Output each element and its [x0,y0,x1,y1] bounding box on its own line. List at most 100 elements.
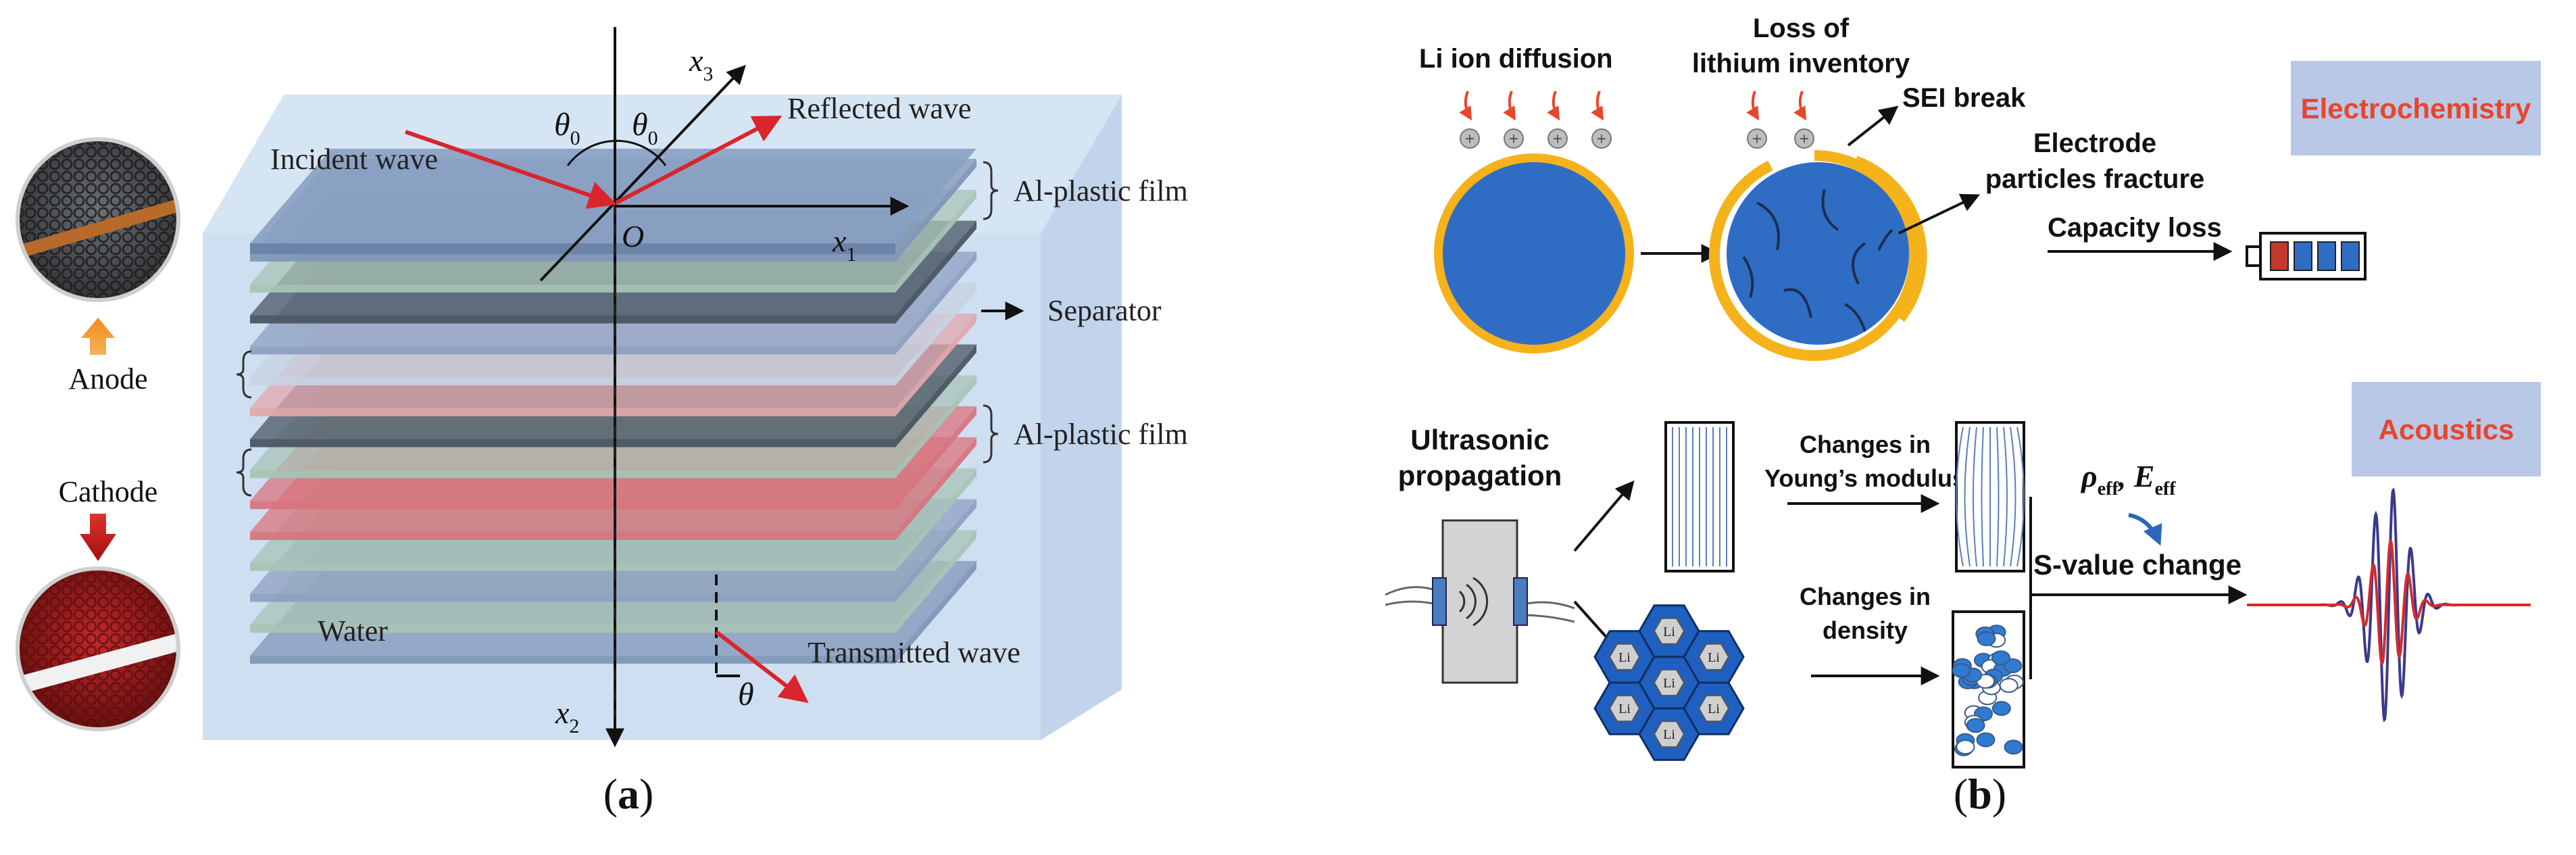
density-particle [1991,650,2010,666]
li-ion-icon: + [1746,91,1767,149]
cathode-arrow-icon [80,514,116,561]
axis-x2-label: x2 [555,695,579,737]
rho-curved-arrow [2128,513,2162,546]
al-plastic-film-mid-label: Al-plastic film [1014,418,1188,451]
density-particle [1956,739,1975,755]
electrochemistry-label: Electrochemistry [2301,93,2531,124]
cathode-photo [16,566,180,731]
electrochemistry-box [2291,61,2541,155]
water-label: Water [318,614,388,648]
bracket-al-film-mid [983,404,999,464]
theta-label: θ [738,677,754,712]
to-modulus-arrow [1573,480,1635,552]
cathode-label: Cathode [59,475,158,508]
caption-a: (a) [603,770,654,818]
svg-text:Li: Li [1618,650,1631,665]
density-particle [1991,701,2011,716]
battery-icon [2246,232,2367,280]
panel-a: Anode Cathode [16,27,1188,748]
electrode-particle-intact [1434,153,1634,353]
transmitted-wave-label: Transmitted wave [808,636,1020,669]
separator-label: Separator [1047,294,1162,327]
svg-text:+: + [1509,129,1519,149]
incident-wave-arrow [405,130,617,209]
acoustics-box [2352,382,2541,477]
anode-photo [16,137,180,302]
transmitted-wave-arrow [715,630,809,704]
waveform-signal [2247,487,2531,723]
acoustics-label: Acoustics [2379,414,2515,445]
density-label: density [1823,616,1908,644]
li-ion-icon: + [1591,91,1612,149]
bracket-al-film-top [983,161,999,220]
density-particle [1999,678,2018,693]
density-particle [1966,718,1985,733]
electrode-label: Electrode [2033,128,2156,158]
modulus-original-cell [1664,421,1735,572]
caption-b: (b) [1953,770,2007,818]
li-ion-hex: Li [1653,617,1685,645]
angle-arc [566,139,667,166]
li-ions-lost: ++ [1746,91,1814,149]
transducer-cell-icon [1385,519,1575,684]
theta0-left-label: θ0 [554,107,580,149]
density-particle [2004,739,2023,755]
battery-stack [250,149,976,664]
youngs-modulus-label: Young’s modulus [1764,464,1966,492]
fracture-arrow [1898,194,1981,235]
svg-text:+: + [1752,129,1762,149]
svg-text:Li: Li [1663,727,1675,742]
sei-break-label: SEI break [1902,83,2026,113]
propagation-label: propagation [1398,460,1562,491]
density-cell [1952,610,2025,768]
modulus-changed-cell [1955,421,2025,572]
svg-text:+: + [1553,129,1563,149]
li-ion-icon: + [1459,91,1480,149]
svg-text:Li: Li [1708,702,1720,716]
axis-x3-label: x3 [689,43,713,85]
s-value-change-label: S-value change [2033,549,2241,581]
svg-text:Li: Li [1708,650,1720,665]
li-ion-hex: Li [1608,643,1641,670]
density-particle [1976,732,1996,748]
axis-x3-line [539,64,746,282]
sei-break-arrow [1847,105,1899,147]
bracket-anode [236,350,252,399]
reflected-wave-arrow [615,116,783,205]
anode-label: Anode [68,362,147,395]
loss-of-label: Loss of [1753,14,1850,43]
li-ion-icon: + [1793,91,1814,149]
bracket-cathode [236,448,252,497]
svg-text:Li: Li [1663,625,1675,639]
li-ion-hex: Li [1653,668,1685,697]
ultrasonic-label: Ultrasonic [1410,424,1549,456]
axis-x1-label: x1 [832,224,856,266]
panel-b: Li ion diffusion Loss of lithium invento… [1385,14,2541,768]
anode-arrow-icon [81,318,115,355]
li-ion-hex: Li [1653,720,1685,748]
li-ion-hex: Li [1608,695,1641,723]
svg-text:+: + [1465,129,1475,149]
incident-wave-label: Incident wave [270,143,438,176]
al-plastic-film-top-label: Al-plastic film [1014,174,1188,207]
svg-text:Li: Li [1663,676,1675,691]
rho-e-eff-label: ρeff, Eeff [2080,459,2176,499]
lithium-inventory-label: lithium inventory [1692,49,1910,78]
li-ion-hex: Li [1698,643,1730,670]
origin-label: O [622,219,644,253]
particles-fracture-label: particles fracture [1985,164,2205,194]
svg-text:Li: Li [1618,702,1631,716]
svg-text:+: + [1800,129,1810,149]
electrode-particle-cracked [1709,150,1927,361]
li-ion-icon: + [1503,91,1524,149]
density-particle [1977,631,1996,646]
li-ion-diffusion-label: Li ion diffusion [1419,44,1613,74]
changes-in-modulus-label: Changes in [1800,431,1931,458]
li-ion-icon: + [1547,91,1568,149]
reflected-wave-label: Reflected wave [787,92,971,125]
theta0-right-label: θ0 [632,107,658,149]
li-ions-diffusion: + + + + [1459,91,1612,149]
